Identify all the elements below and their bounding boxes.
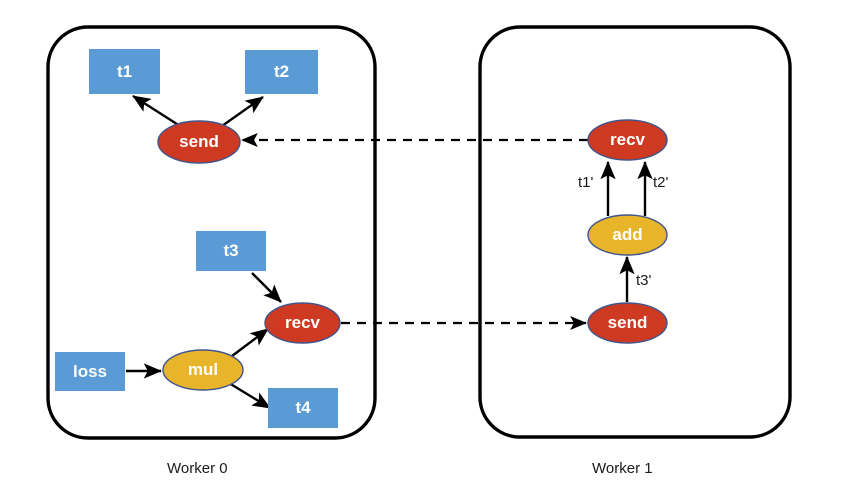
node-add-w1[interactable] — [587, 214, 668, 256]
node-loss[interactable] — [55, 352, 125, 391]
node-t2[interactable] — [245, 50, 318, 94]
node-send[interactable] — [157, 120, 241, 164]
edge-label-add-to-recv-t1p: t1' — [578, 174, 594, 191]
edge-mul-to-t4 — [228, 381, 271, 410]
container-worker-0 — [46, 25, 377, 440]
node-t1[interactable] — [89, 49, 160, 94]
caption-worker-0: Worker 0 — [167, 460, 228, 477]
edge-send-to-t1 — [132, 94, 181, 128]
diagram-edges — [126, 94, 653, 410]
node-mul[interactable] — [162, 349, 244, 391]
node-recv[interactable] — [264, 302, 341, 344]
edge-mul-to-recv — [231, 328, 269, 357]
node-send-w1[interactable] — [587, 302, 668, 344]
node-t3[interactable] — [196, 231, 266, 271]
node-recv-w1[interactable] — [587, 119, 668, 161]
edge-label-add-to-recv-t2p: t2' — [653, 174, 669, 191]
diagram-nodes — [55, 49, 668, 428]
worker-containers — [46, 25, 792, 440]
container-worker-1 — [478, 25, 792, 439]
edge-t3-to-recv — [251, 272, 282, 303]
caption-worker-1: Worker 1 — [592, 460, 653, 477]
edge-send-to-t2 — [221, 96, 264, 127]
node-t4[interactable] — [268, 388, 338, 428]
edge-label-send-to-add-t3p: t3' — [636, 272, 652, 289]
